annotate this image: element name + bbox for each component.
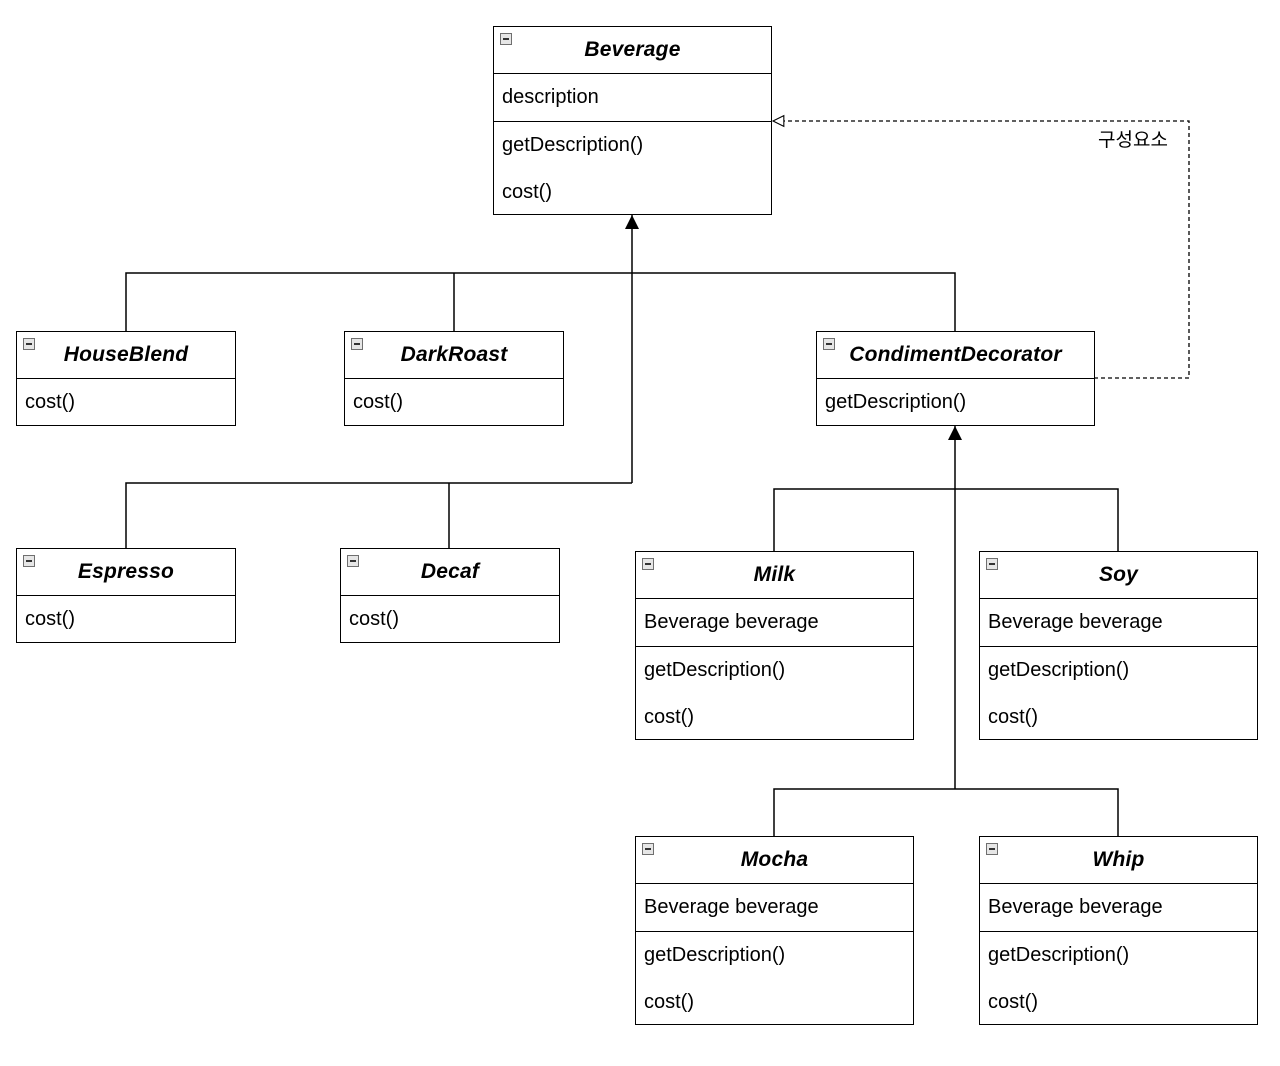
class-name: Mocha xyxy=(740,848,809,871)
methods-section: getDescription() cost() xyxy=(494,121,771,216)
class-name: CondimentDecorator xyxy=(849,343,1062,366)
inheritance-edge-houseblend xyxy=(125,272,632,331)
class-condiment-decorator[interactable]: CondimentDecorator getDescription() xyxy=(816,331,1095,426)
method: cost() xyxy=(25,391,75,413)
class-header: Soy xyxy=(980,552,1257,599)
class-espresso[interactable]: Espresso cost() xyxy=(16,548,236,643)
method: cost() xyxy=(25,608,75,630)
class-darkroast[interactable]: DarkRoast cost() xyxy=(344,331,564,426)
method: cost() xyxy=(988,706,1038,728)
class-decaf[interactable]: Decaf cost() xyxy=(340,548,560,643)
class-header: Espresso xyxy=(17,549,235,596)
collapse-icon[interactable] xyxy=(642,843,654,855)
method: getDescription() xyxy=(988,944,1130,966)
inheritance-edge-espresso xyxy=(125,482,632,548)
class-header: Beverage xyxy=(494,27,771,74)
methods-section: cost() xyxy=(345,379,563,426)
methods-section: cost() xyxy=(17,379,235,426)
methods-section: cost() xyxy=(17,596,235,643)
class-name: Espresso xyxy=(77,560,175,583)
attribute: Beverage beverage xyxy=(644,611,819,633)
methods-section: getDescription() cost() xyxy=(980,646,1257,741)
collapse-icon[interactable] xyxy=(823,338,835,350)
class-beverage[interactable]: Beverage description getDescription() co… xyxy=(493,26,772,215)
method: cost() xyxy=(644,991,694,1013)
collapse-icon[interactable] xyxy=(986,843,998,855)
method: getDescription() xyxy=(825,391,967,413)
methods-section: getDescription() cost() xyxy=(636,646,913,741)
method: cost() xyxy=(353,391,403,413)
class-header: Whip xyxy=(980,837,1257,884)
method: cost() xyxy=(349,608,399,630)
class-name: Whip xyxy=(1092,848,1145,871)
methods-section: getDescription() cost() xyxy=(980,931,1257,1026)
inheritance-edge-condiment-decorator xyxy=(632,272,956,331)
methods-section: getDescription() cost() xyxy=(636,931,913,1026)
collapse-icon[interactable] xyxy=(347,555,359,567)
collapse-icon[interactable] xyxy=(986,558,998,570)
attributes-section: Beverage beverage xyxy=(636,599,913,646)
class-name: Decaf xyxy=(420,560,480,583)
attributes-section: Beverage beverage xyxy=(980,599,1257,646)
collapse-icon[interactable] xyxy=(642,558,654,570)
class-name: Soy xyxy=(1098,563,1139,586)
class-header: Milk xyxy=(636,552,913,599)
attribute: Beverage beverage xyxy=(988,896,1163,918)
inheritance-edge-mocha xyxy=(773,788,1119,836)
attribute: Beverage beverage xyxy=(988,611,1163,633)
class-header: CondimentDecorator xyxy=(817,332,1094,379)
class-name: Beverage xyxy=(584,38,681,61)
method: cost() xyxy=(988,991,1038,1013)
collapse-icon[interactable] xyxy=(351,338,363,350)
collapse-icon[interactable] xyxy=(23,338,35,350)
class-name: Milk xyxy=(753,563,796,586)
class-name: HouseBlend xyxy=(63,343,189,366)
class-name: DarkRoast xyxy=(400,343,508,366)
attributes-section: Beverage beverage xyxy=(980,884,1257,931)
method: getDescription() xyxy=(644,944,786,966)
methods-section: getDescription() xyxy=(817,379,1094,426)
attributes-section: Beverage beverage xyxy=(636,884,913,931)
method: getDescription() xyxy=(644,659,786,681)
collapse-icon[interactable] xyxy=(23,555,35,567)
method: getDescription() xyxy=(502,134,644,156)
attributes-section: description xyxy=(494,74,771,121)
class-header: HouseBlend xyxy=(17,332,235,379)
attribute: Beverage beverage xyxy=(644,896,819,918)
class-header: Mocha xyxy=(636,837,913,884)
class-houseblend[interactable]: HouseBlend cost() xyxy=(16,331,236,426)
composition-label: 구성요소 xyxy=(1098,130,1168,151)
class-header: Decaf xyxy=(341,549,559,596)
inheritance-edge-milk xyxy=(773,488,1119,551)
attribute: description xyxy=(502,86,599,108)
class-mocha[interactable]: Mocha Beverage beverage getDescription()… xyxy=(635,836,914,1025)
class-header: DarkRoast xyxy=(345,332,563,379)
class-whip[interactable]: Whip Beverage beverage getDescription() … xyxy=(979,836,1258,1025)
method: cost() xyxy=(502,181,552,203)
class-milk[interactable]: Milk Beverage beverage getDescription() … xyxy=(635,551,914,740)
method: cost() xyxy=(644,706,694,728)
collapse-icon[interactable] xyxy=(500,33,512,45)
methods-section: cost() xyxy=(341,596,559,643)
class-soy[interactable]: Soy Beverage beverage getDescription() c… xyxy=(979,551,1258,740)
method: getDescription() xyxy=(988,659,1130,681)
